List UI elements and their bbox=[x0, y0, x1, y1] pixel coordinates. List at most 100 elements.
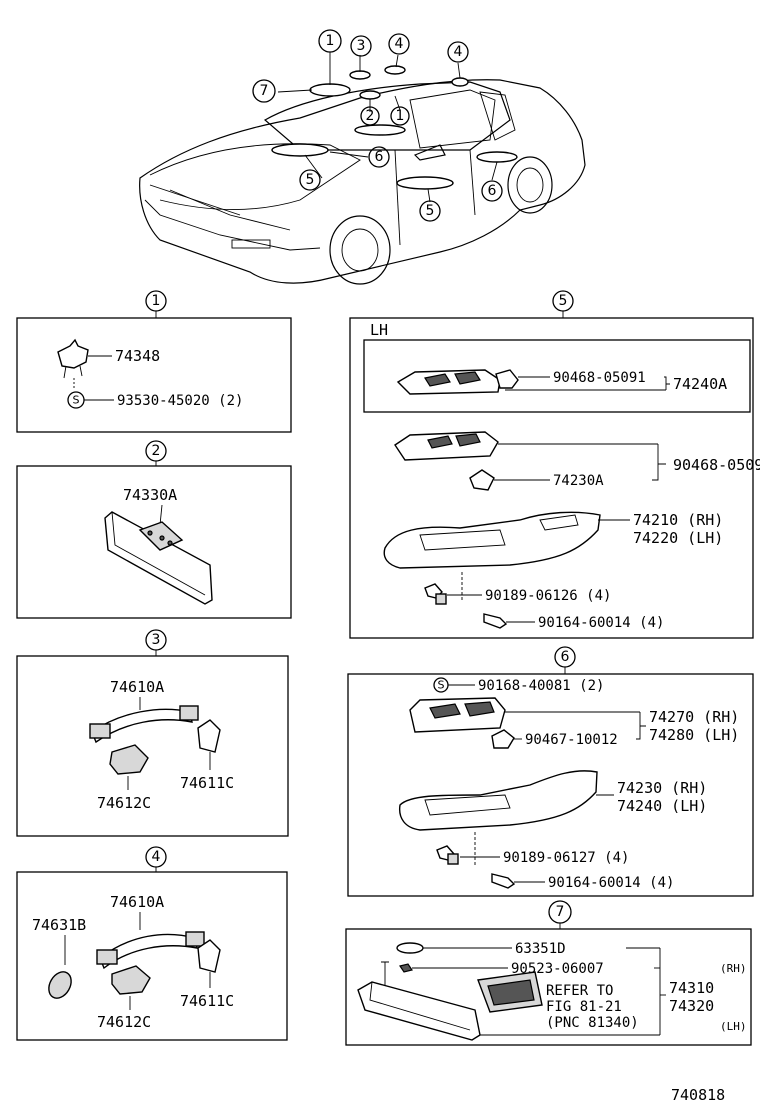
car-handle-4a bbox=[384, 65, 406, 75]
refer-line-3: (PNC 81340) bbox=[546, 1015, 639, 1031]
part-90468-05091-label-a: 90468-05091 bbox=[553, 370, 646, 386]
cover-74611C-4 bbox=[197, 939, 221, 973]
part-90189-06127-label: 90189-06127 (4) bbox=[503, 850, 629, 866]
car-callout-3: 3 bbox=[350, 35, 372, 57]
car-visor bbox=[309, 83, 351, 97]
car-front-door-window bbox=[409, 89, 496, 149]
car-fog-light bbox=[231, 239, 271, 249]
part-90467-10012-label: 90467-10012 bbox=[525, 732, 618, 748]
cover-74612C-3 bbox=[109, 744, 149, 775]
car-callout-5b: 5 bbox=[419, 200, 441, 222]
car-leader-6b bbox=[491, 161, 498, 181]
mirror-edge bbox=[111, 511, 206, 596]
car-callout-5a: 5 bbox=[299, 169, 321, 191]
s-mark-1: S bbox=[73, 394, 80, 407]
part-74240-label: 74240 (LH) bbox=[617, 797, 707, 815]
clip-90468-05091-a bbox=[495, 369, 519, 389]
part-74612C-label-4: 74612C bbox=[97, 1013, 151, 1031]
svg-text:2: 2 bbox=[366, 108, 375, 124]
car-front-wheel bbox=[329, 215, 391, 285]
part-74610A-label-3: 74610A bbox=[110, 678, 164, 696]
car-hood bbox=[149, 143, 361, 210]
part-90468-05091-label-b: 74230A bbox=[553, 473, 604, 489]
bulb-90523-06007 bbox=[399, 963, 413, 973]
car-leader-4a bbox=[395, 54, 399, 68]
car-handle-4b bbox=[451, 77, 469, 87]
car-bumper bbox=[144, 199, 321, 251]
car-leader-7 bbox=[277, 89, 313, 93]
svg-text:5: 5 bbox=[426, 203, 435, 219]
assist-grip-74610A-3 bbox=[91, 708, 193, 744]
screw-90164-60014-6 bbox=[491, 873, 516, 889]
car-roof bbox=[263, 81, 511, 151]
car-callout-4a: 4 bbox=[388, 33, 410, 55]
svg-text:5: 5 bbox=[306, 172, 315, 188]
grip-end-right-3 bbox=[179, 705, 199, 721]
cover-74612C-4 bbox=[111, 965, 151, 995]
clip-74348 bbox=[57, 338, 89, 369]
car-armrest-6b bbox=[476, 151, 518, 163]
part-74320-label: 74320 bbox=[669, 997, 714, 1015]
part-74270-label: 74270 (RH) bbox=[649, 708, 739, 726]
car-callout-1a: 1 bbox=[318, 29, 342, 53]
car-leader-5a bbox=[304, 154, 323, 179]
car-side-mirror bbox=[413, 144, 446, 161]
part-74330A-label: 74330A bbox=[123, 486, 177, 504]
car-rear-door-window bbox=[479, 91, 516, 141]
grip-end-right-4 bbox=[185, 931, 205, 947]
section-5-number: 5 bbox=[559, 293, 568, 309]
screw-90164-60014-5 bbox=[483, 613, 508, 629]
part-lh-marker: (LH) bbox=[720, 1020, 747, 1033]
section-2-box bbox=[16, 465, 292, 619]
part-63351D-label: 63351D bbox=[515, 941, 566, 957]
clip-90467-10012 bbox=[491, 729, 515, 749]
section-4: 4 74610A 74631B 74612C 74611C bbox=[16, 846, 288, 1041]
car-grille bbox=[149, 184, 241, 216]
lens-63351D bbox=[396, 942, 424, 954]
clip-legs bbox=[63, 365, 83, 379]
car-handle-3 bbox=[349, 70, 371, 80]
section-2: 2 74330A bbox=[16, 440, 292, 619]
part-74220-label: 74220 (LH) bbox=[633, 529, 723, 547]
part-93530-45020-label: 93530-45020 (2) bbox=[117, 393, 243, 409]
car-rear-hub bbox=[516, 167, 544, 203]
section-3: 3 74610A 74612C 74611C bbox=[16, 629, 289, 837]
part-74240A-label: 74240A bbox=[673, 375, 727, 393]
car-callout-6b: 6 bbox=[481, 180, 503, 202]
car-door-line-2 bbox=[469, 149, 476, 216]
car-rear-wheel bbox=[507, 156, 553, 214]
section-7-number: 7 bbox=[556, 904, 565, 920]
part-74280-label: 74280 (LH) bbox=[649, 726, 739, 744]
part-74631B-label: 74631B bbox=[32, 916, 86, 934]
car-door-line-1 bbox=[394, 149, 401, 246]
car-mirror-2 bbox=[359, 90, 381, 100]
section-5-lh-box bbox=[363, 339, 751, 413]
car-leader-6a bbox=[329, 151, 369, 158]
section-6-box bbox=[347, 673, 754, 897]
part-74348-label: 74348 bbox=[115, 347, 160, 365]
section-1-box bbox=[16, 317, 292, 433]
hook-74631B bbox=[48, 971, 72, 999]
svg-text:3: 3 bbox=[357, 38, 366, 54]
inner-mirror-74330A bbox=[104, 511, 213, 605]
section-7: 7 63351D 90523-06007 REFER TO FIG 81-21 … bbox=[345, 900, 752, 1046]
car-front-hub bbox=[341, 228, 379, 272]
part-74612C-label-3: 74612C bbox=[97, 794, 151, 812]
car-leader-5b bbox=[427, 188, 431, 203]
section-1-number: 1 bbox=[152, 293, 161, 309]
grip-end-left-3 bbox=[89, 723, 111, 739]
s-mark-6: S bbox=[438, 679, 445, 692]
part-90164-60014-label-6: 90164-60014 (4) bbox=[548, 875, 674, 891]
car-callout-4b: 4 bbox=[447, 41, 469, 63]
svg-text:7: 7 bbox=[260, 83, 269, 99]
part-90164-60014-label-5: 90164-60014 (4) bbox=[538, 615, 664, 631]
refer-line-2: FIG 81-21 bbox=[546, 999, 622, 1015]
section-6-number: 6 bbox=[561, 649, 570, 665]
svg-text:6: 6 bbox=[488, 183, 497, 199]
clip-90468-05091-b bbox=[469, 469, 495, 491]
car-callout-6a: 6 bbox=[368, 146, 390, 168]
part-74611C-label-3: 74611C bbox=[180, 774, 234, 792]
section-6: 6 S 90168-40081 (2) 90467-10012 74270 (R… bbox=[347, 646, 754, 897]
car-body-outline bbox=[139, 79, 586, 284]
part-90168-40081-label: 90168-40081 (2) bbox=[478, 678, 604, 694]
